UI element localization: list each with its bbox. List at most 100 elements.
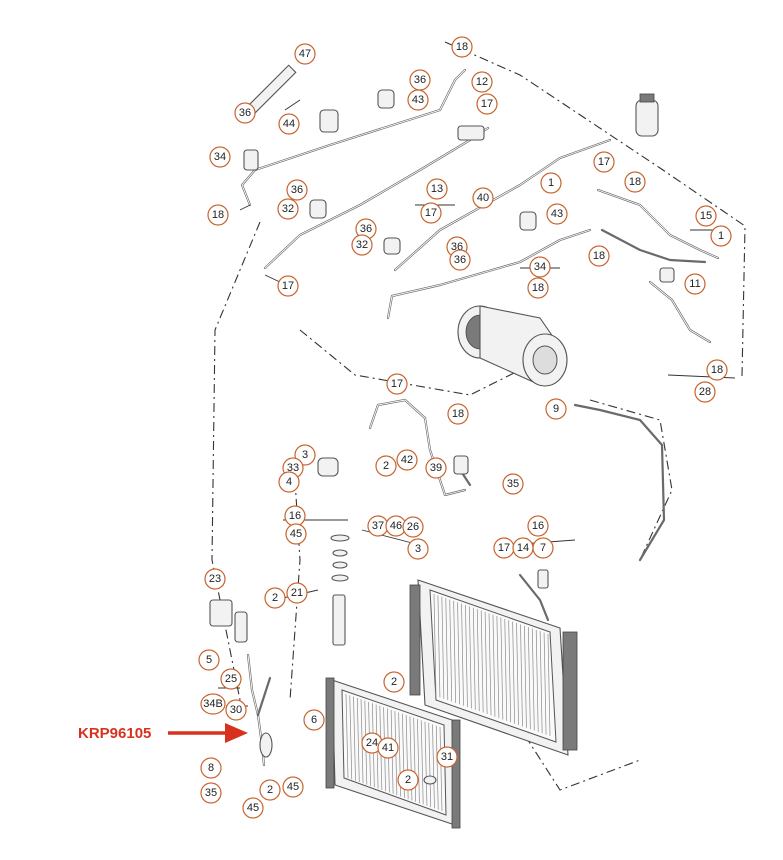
callout-ring xyxy=(593,151,615,173)
callout-number: 4 xyxy=(286,476,292,488)
callout-ring xyxy=(386,373,408,395)
callout-number: 17 xyxy=(425,207,437,219)
callout-number: 18 xyxy=(532,282,544,294)
callout-number: 18 xyxy=(212,209,224,221)
callout-number: 1 xyxy=(718,230,724,242)
callout-37: 37 xyxy=(367,515,389,537)
callout-number: 8 xyxy=(208,762,214,774)
callout-15: 15 xyxy=(695,205,717,227)
callout-ring xyxy=(396,449,418,471)
callout-ring xyxy=(204,568,226,590)
callout-ring xyxy=(286,179,308,201)
callout-number: 18 xyxy=(456,41,468,53)
callout-number: 15 xyxy=(700,210,712,222)
callout-number: 47 xyxy=(299,48,311,60)
callout-3: 3 xyxy=(407,538,429,560)
callout-ring xyxy=(694,381,716,403)
callout-18: 18 xyxy=(527,277,549,299)
callout-ring xyxy=(377,737,399,759)
components xyxy=(209,64,675,785)
callout-number: 25 xyxy=(225,673,237,685)
callout-number: 3 xyxy=(415,543,421,555)
callout-number: 26 xyxy=(407,521,419,533)
radiator xyxy=(409,579,578,756)
callout-ring xyxy=(471,71,493,93)
callout-ring xyxy=(710,225,732,247)
callout-17: 17 xyxy=(386,373,408,395)
callout-number: 18 xyxy=(629,176,641,188)
callout-number: 14 xyxy=(517,542,529,554)
callout-number: 36 xyxy=(414,74,426,86)
callout-17: 17 xyxy=(277,275,299,297)
callout-45: 45 xyxy=(242,797,264,819)
callout-18: 18 xyxy=(588,245,610,267)
callout-18: 18 xyxy=(447,403,469,425)
callout-number: 33 xyxy=(287,462,299,474)
callout-ring xyxy=(420,202,442,224)
callout-36: 36 xyxy=(234,102,256,124)
callout-1: 1 xyxy=(540,172,562,194)
callout-ring xyxy=(407,89,429,111)
callout-number: 43 xyxy=(551,208,563,220)
callout-4: 4 xyxy=(278,471,300,493)
callout-8: 8 xyxy=(200,757,222,779)
callout-30: 30 xyxy=(225,699,247,721)
callout-ring xyxy=(684,273,706,295)
callout-11: 11 xyxy=(684,273,706,295)
callout-number: 32 xyxy=(282,203,294,215)
callout-41: 41 xyxy=(377,737,399,759)
callout-21: 21 xyxy=(286,582,308,604)
callout-ring xyxy=(277,198,299,220)
callout-ring xyxy=(278,471,300,493)
callout-number: 35 xyxy=(205,787,217,799)
callout-ring xyxy=(546,203,568,225)
callout-ring xyxy=(527,515,549,537)
callout-ring xyxy=(351,234,373,256)
callout-ring xyxy=(426,178,448,200)
callout-number: 11 xyxy=(689,278,700,290)
callout-ring xyxy=(200,782,222,804)
callout-ring xyxy=(447,403,469,425)
callout-7: 7 xyxy=(532,537,554,559)
callout-ring xyxy=(207,204,229,226)
callout-number: 42 xyxy=(401,454,413,466)
callout-number: 18 xyxy=(711,364,723,376)
callout-number: 30 xyxy=(230,704,242,716)
callout-34B: 34B xyxy=(200,693,226,715)
callout-number: 17 xyxy=(282,280,294,292)
callout-number: 18 xyxy=(452,408,464,420)
callout-18: 18 xyxy=(207,204,229,226)
callout-23: 23 xyxy=(204,568,226,590)
callout-26: 26 xyxy=(402,516,424,538)
callout-number: 2 xyxy=(405,774,411,786)
callout-34: 34 xyxy=(529,256,551,278)
callout-number: 28 xyxy=(699,386,711,398)
callout-ring xyxy=(277,275,299,297)
callout-number: 18 xyxy=(593,250,605,262)
callout-ring xyxy=(545,398,567,420)
callout-ring xyxy=(242,797,264,819)
callout-45: 45 xyxy=(282,776,304,798)
callout-number: 13 xyxy=(431,183,443,195)
callout-number: 36 xyxy=(239,107,251,119)
callout-32: 32 xyxy=(277,198,299,220)
callout-ring xyxy=(259,779,281,801)
callout-number: 17 xyxy=(481,98,493,110)
callout-40: 40 xyxy=(472,187,494,209)
callout-2: 2 xyxy=(259,779,281,801)
callout-ring xyxy=(375,455,397,477)
callout-17: 17 xyxy=(593,151,615,173)
callout-ring xyxy=(624,171,646,193)
callout-number: 43 xyxy=(412,94,424,106)
callout-ring xyxy=(234,102,256,124)
callout-ring xyxy=(407,538,429,560)
callout-39: 39 xyxy=(425,457,447,479)
callout-13: 13 xyxy=(426,178,448,200)
callout-number: 36 xyxy=(454,254,466,266)
callout-ring xyxy=(303,709,325,731)
callout-44: 44 xyxy=(278,113,300,135)
callout-ring xyxy=(294,444,316,466)
callout-number: 32 xyxy=(356,239,368,251)
